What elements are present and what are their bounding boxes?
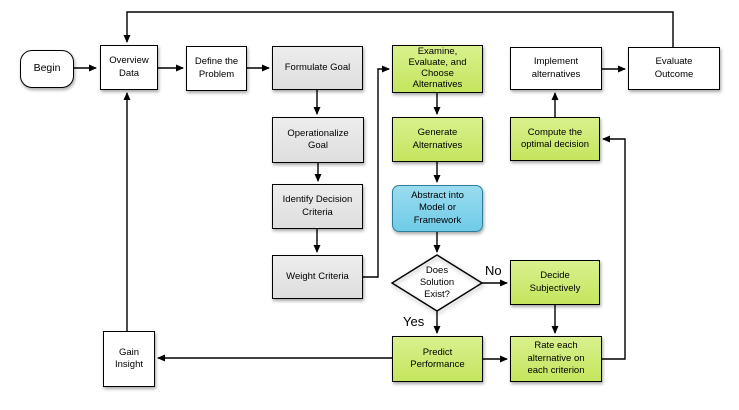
node-weight-criteria-label: Weight Criteria — [286, 270, 349, 282]
node-compute-optimal-label: Compute the optimal decision — [520, 126, 590, 150]
edge-label-yes: Yes — [403, 314, 425, 329]
node-does-solution-exist: Does Solution Exist? — [397, 255, 477, 311]
node-generate-alternatives-label: Generate Alternatives — [412, 127, 463, 151]
node-overview-data-label: Overview Data — [109, 55, 149, 79]
node-gain-insight: Gain Insight — [103, 331, 155, 387]
node-formulate-goal-label: Formulate Goal — [284, 61, 351, 73]
node-rate-each-alternative-label: Rate each alternative on each criterion — [527, 340, 585, 377]
node-rate-each-alternative: Rate each alternative on each criterion — [510, 336, 602, 382]
node-weight-criteria: Weight Criteria — [272, 255, 363, 299]
node-operationalize-goal-label: Operationalize Goal — [287, 127, 349, 151]
node-does-solution-exist-shape — [390, 254, 484, 312]
node-abstract-model: Abstract into Model or Framework — [392, 185, 483, 232]
edge-evaluate-overview-feedback — [123, 11, 674, 47]
node-begin: Begin — [20, 50, 74, 88]
node-define-problem-label: Define the Problem — [194, 56, 239, 80]
node-does-solution-exist-label: Does Solution Exist? — [419, 265, 455, 300]
node-predict-performance-label: Predict Performance — [410, 346, 465, 370]
node-implement-alternatives-label: Implement alternatives — [531, 56, 581, 80]
node-gain-insight-label: Gain Insight — [115, 346, 143, 370]
node-define-problem: Define the Problem — [186, 46, 247, 91]
node-compute-optimal: Compute the optimal decision — [510, 117, 600, 161]
edge-label-no: No — [485, 263, 502, 278]
node-decide-subjectively: Decide Subjectively — [510, 260, 600, 305]
node-evaluate-outcome: Evaluate Outcome — [628, 47, 720, 90]
edge-rate-compute — [602, 135, 626, 360]
node-predict-performance: Predict Performance — [392, 336, 483, 382]
node-overview-data: Overview Data — [100, 45, 158, 90]
node-abstract-model-label: Abstract into Model or Framework — [411, 189, 464, 226]
node-implement-alternatives: Implement alternatives — [510, 47, 602, 90]
node-generate-alternatives: Generate Alternatives — [392, 117, 483, 162]
node-identify-decision-criteria: Identify Decision Criteria — [272, 184, 363, 229]
node-operationalize-goal: Operationalize Goal — [272, 117, 364, 163]
node-begin-label: Begin — [33, 62, 61, 75]
node-identify-decision-criteria-label: Identify Decision Criteria — [282, 194, 353, 218]
edge-weight-examine — [363, 65, 390, 278]
node-evaluate-outcome-label: Evaluate Outcome — [654, 56, 694, 80]
node-formulate-goal: Formulate Goal — [272, 46, 363, 90]
node-examine-evaluate-choose-label: Examine, Evaluate, and Choose Alternativ… — [408, 46, 467, 90]
node-examine-evaluate-choose: Examine, Evaluate, and Choose Alternativ… — [392, 45, 483, 93]
node-decide-subjectively-label: Decide Subjectively — [529, 270, 581, 294]
